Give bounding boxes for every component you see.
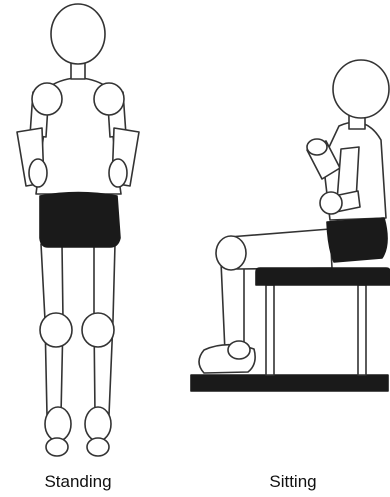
floor-board bbox=[191, 375, 388, 391]
standing-left-hand bbox=[29, 159, 47, 187]
sitting-ankle bbox=[228, 341, 250, 359]
standing-left-foot bbox=[45, 407, 71, 441]
standing-right-hand bbox=[109, 159, 127, 187]
standing-left-shoulder bbox=[32, 83, 62, 115]
standing-left-knee bbox=[40, 313, 72, 347]
chair-leg-back bbox=[358, 285, 366, 375]
standing-left-toe bbox=[46, 438, 68, 456]
sitting-head bbox=[333, 60, 389, 118]
standing-right-foot bbox=[85, 407, 111, 441]
standing-right-shoulder bbox=[94, 83, 124, 115]
sitting-caption: Sitting bbox=[269, 472, 316, 492]
sitting-far-hand bbox=[307, 139, 327, 155]
standing-head bbox=[51, 4, 105, 64]
chair-seat bbox=[256, 268, 390, 285]
standing-caption: Standing bbox=[44, 472, 111, 492]
sitting-near-hand bbox=[320, 192, 342, 214]
chair-leg-front bbox=[266, 285, 274, 375]
sitting-shin bbox=[221, 262, 244, 352]
sitting-hip-block bbox=[327, 218, 387, 262]
standing-figure bbox=[17, 4, 139, 456]
standing-right-toe bbox=[87, 438, 109, 456]
standing-hip-block bbox=[40, 193, 120, 248]
sitting-knee bbox=[216, 236, 246, 270]
standing-right-knee bbox=[82, 313, 114, 347]
sitting-figure bbox=[191, 60, 390, 391]
